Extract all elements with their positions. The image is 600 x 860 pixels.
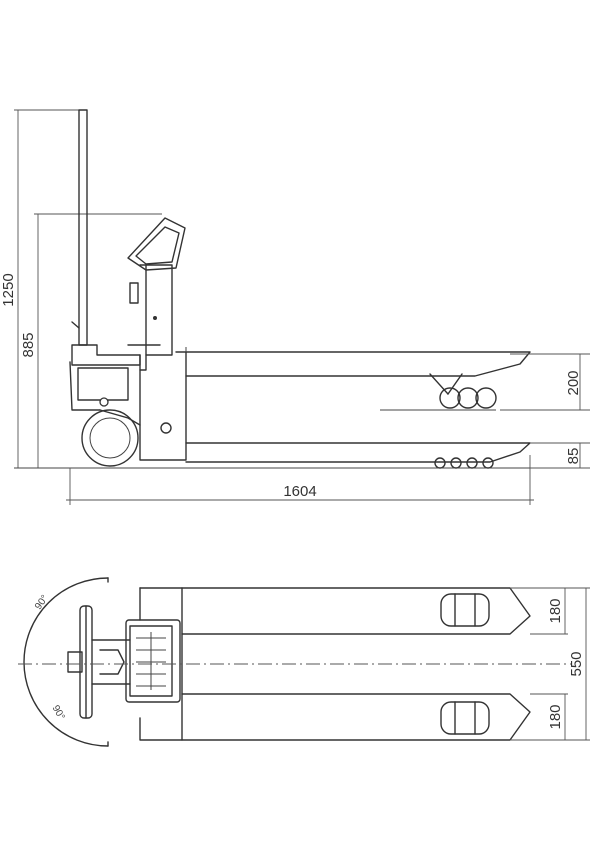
label-handle-height: 885	[20, 332, 37, 357]
dimension-fork-low-height: 85	[480, 442, 590, 469]
release-bolt-icon	[160, 422, 172, 434]
dimension-width: 180 180 550	[510, 587, 590, 741]
pump-body	[69, 344, 187, 461]
dimension-handle-height: 885	[20, 213, 162, 468]
steering-wheel	[81, 397, 172, 467]
label-overall-width: 550	[568, 651, 585, 676]
fork-lower-top	[181, 693, 531, 741]
scale-display-top	[125, 619, 181, 703]
label-overall-length: 1604	[283, 483, 316, 500]
label-fork-lift-height: 200	[565, 370, 582, 395]
handle-top	[67, 605, 131, 719]
column-bolt-icon	[153, 316, 157, 320]
load-roller-lower	[440, 701, 490, 735]
label-overall-height: 1250	[0, 273, 17, 306]
label-angle-lower: 90°	[50, 703, 67, 722]
scale-column	[129, 264, 173, 371]
axle-cap-icon	[99, 397, 109, 407]
tow-handle	[71, 109, 88, 346]
load-roller-upper	[440, 593, 490, 627]
scale-indicator-head	[127, 217, 186, 271]
side-view: 1250 885	[0, 109, 590, 505]
steering-arc: 90° 90°	[23, 577, 109, 747]
label-fork-width-upper: 180	[547, 598, 564, 623]
dimension-overall-height: 1250	[0, 109, 84, 469]
dimension-fork-lift-height: 200	[500, 353, 590, 411]
label-angle-upper: 90°	[33, 593, 51, 612]
label-fork-width-lower: 180	[547, 704, 564, 729]
dimension-overall-length: 1604	[66, 455, 534, 505]
top-view: 90° 90°	[18, 577, 590, 747]
fork-lifted	[185, 347, 531, 411]
fork-upper-top	[181, 587, 531, 635]
fork-lowered	[185, 442, 531, 469]
label-fork-low-height: 85	[565, 448, 582, 465]
